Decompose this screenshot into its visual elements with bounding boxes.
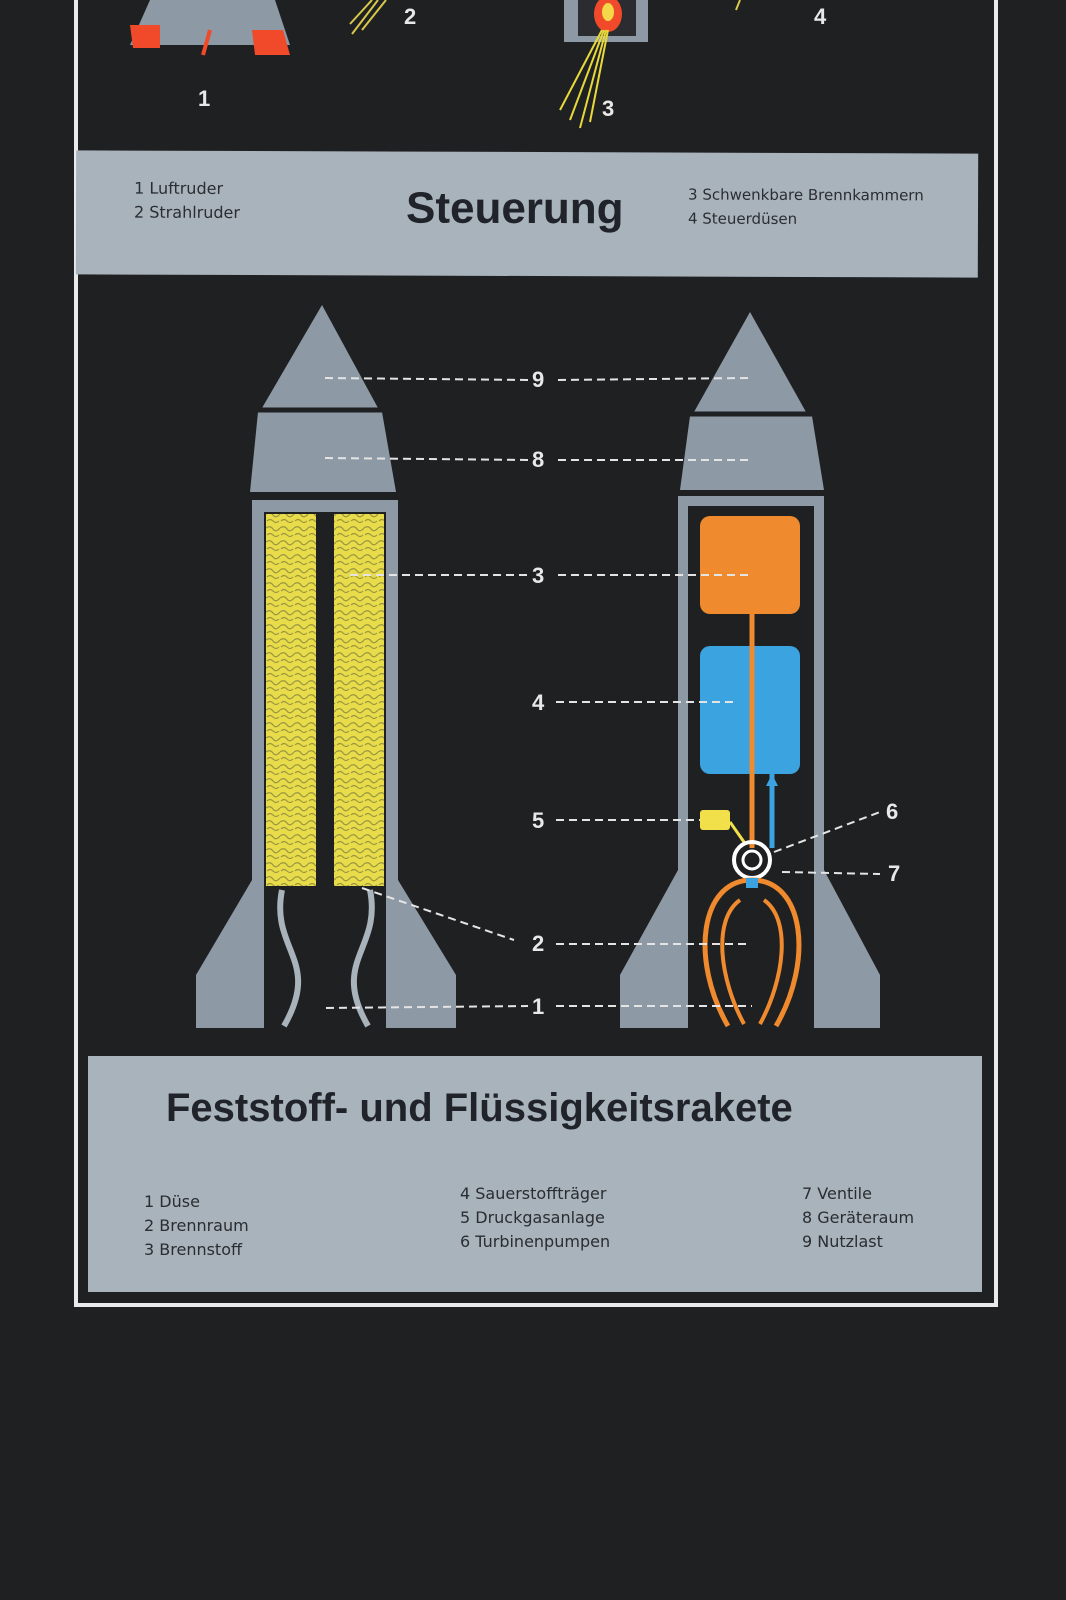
legend-item: 7 Ventile [802, 1184, 872, 1203]
air-rudder-left [130, 25, 160, 48]
rakete-legend-col1: 1 Düse 2 Brennraum 3 Brennstoff [144, 1190, 249, 1262]
label-3-fuel: 3 [532, 563, 545, 588]
solid-rocket-fin-left [196, 880, 252, 1028]
legend-item: 8 Geräteraum [802, 1208, 915, 1227]
liquid-rocket-fin-right [824, 870, 880, 1028]
solid-rocket-nose [262, 305, 378, 408]
rocket-2-plume [349, 0, 387, 35]
combustion-channel [316, 514, 334, 886]
label-1-nozzle: 1 [532, 994, 545, 1019]
pressure-gas-unit [700, 810, 730, 830]
label-5-pressure-gas: 5 [532, 808, 545, 833]
liquid-rocket-fin-left [620, 870, 678, 1028]
legend-item: 2 Brennraum [144, 1216, 249, 1235]
air-rudder-right [252, 30, 290, 55]
chart-frame [74, 0, 998, 1307]
solid-rocket [196, 305, 456, 1028]
liquid-rocket-equipment-bay [680, 416, 824, 490]
solid-nozzle-left [277, 889, 302, 1028]
combustion-chamber-left [720, 898, 746, 1025]
cooling-loop-left [702, 877, 753, 1028]
valve [746, 878, 758, 888]
label-6-turbopumps: 6 [886, 799, 899, 824]
rocket-3-plume [559, 29, 609, 129]
label-9-payload: 9 [532, 367, 545, 392]
rakete-legend-col2: 4 Sauerstoffträger 5 Druckgasanlage 6 Tu… [460, 1182, 610, 1254]
rakete-banner: Feststoff- und Flüssigkeitsrakete 1 Düse… [88, 1056, 982, 1292]
steering-number-1: 1 [198, 86, 211, 111]
steering-number-3: 3 [602, 96, 615, 121]
liquid-rocket-nose [694, 312, 806, 412]
legend-item: 5 Druckgasanlage [460, 1208, 605, 1227]
rocket-1-body [130, 0, 290, 45]
legend-item: 9 Nutzlast [802, 1232, 883, 1251]
legend-item: 6 Turbinenpumpen [460, 1232, 611, 1251]
solid-rocket-equipment-bay [250, 412, 396, 492]
legend-item: 3 Brennstoff [144, 1240, 243, 1259]
combustion-chamber-right [758, 898, 784, 1025]
fuel-tank [700, 516, 800, 614]
steering-number-2: 2 [404, 4, 417, 29]
rakete-title: Feststoff- und Flüssigkeitsrakete [166, 1086, 793, 1130]
liquid-rocket [620, 312, 880, 1028]
rakete-legend-col3: 7 Ventile 8 Geräteraum 9 Nutzlast [802, 1182, 914, 1254]
label-8-equipment: 8 [532, 447, 545, 472]
steering-illustrations [130, 0, 741, 129]
legend-item: 4 Sauerstoffträger [460, 1184, 607, 1203]
solid-rocket-fin-right [398, 880, 456, 1028]
steering-number-4: 4 [814, 4, 827, 29]
label-4-oxidizer: 4 [532, 690, 545, 715]
jet-rudder [201, 29, 212, 56]
label-2-combustion-chamber: 2 [532, 931, 545, 956]
leader-lines [324, 377, 881, 1009]
solid-rocket-nozzle-bay [264, 890, 386, 1028]
label-7-valves: 7 [888, 861, 901, 886]
legend-item: 1 Düse [144, 1192, 200, 1211]
solid-nozzle-right [350, 889, 375, 1028]
cooling-loop-right [751, 877, 802, 1028]
rocket-diagram [196, 305, 881, 1028]
